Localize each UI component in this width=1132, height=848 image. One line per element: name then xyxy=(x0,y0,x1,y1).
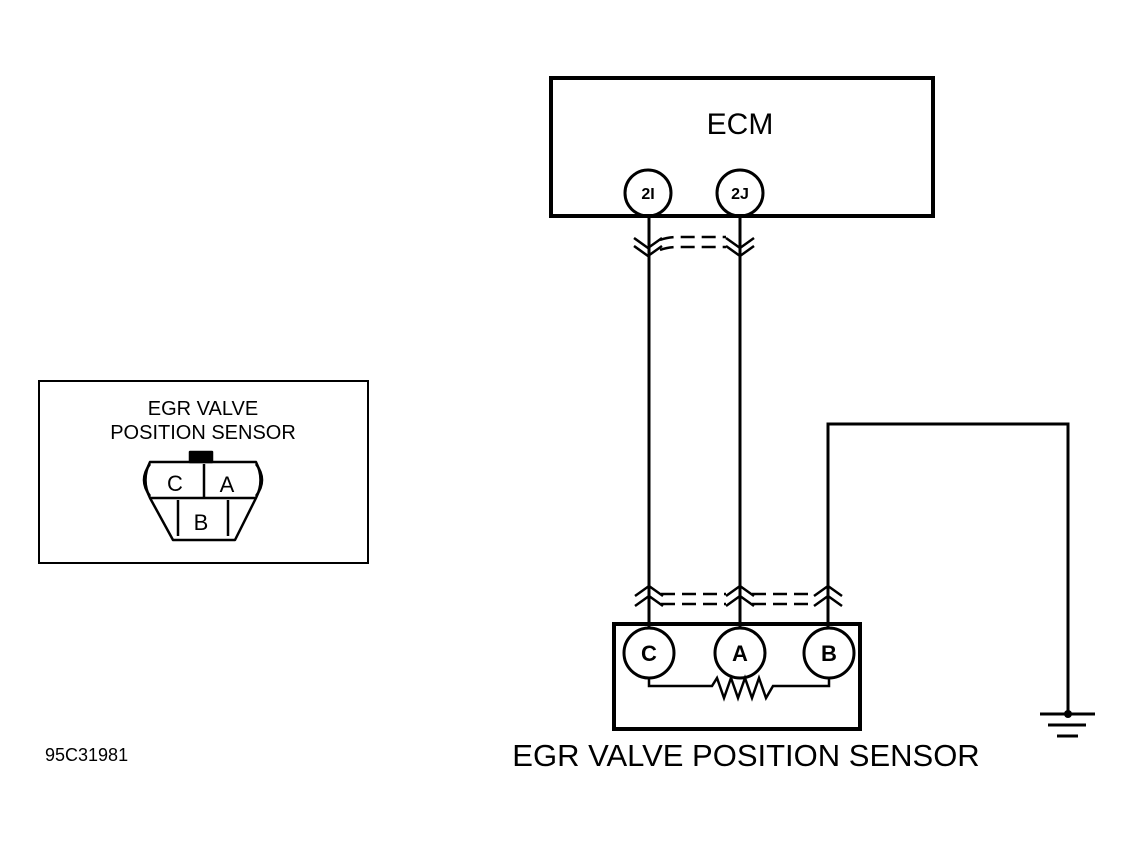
connector-view-box xyxy=(38,380,369,564)
sensor-connector-symbol xyxy=(634,584,843,608)
sensor-pin-a: A xyxy=(732,641,748,666)
connector-face-drawing xyxy=(142,450,264,542)
sensor-pin-c: C xyxy=(641,641,657,666)
ecm-label: ECM xyxy=(707,108,774,141)
figure-id: 95C31981 xyxy=(45,745,128,765)
connector-view-title-line2: POSITION SENSOR xyxy=(110,422,296,444)
sensor-label: EGR VALVE POSITION SENSOR xyxy=(512,738,979,773)
sensor-pin-a-circle xyxy=(713,626,767,680)
connector-cavity-a: A xyxy=(220,472,235,497)
ground-junction-dot xyxy=(1064,710,1072,718)
sensor-box xyxy=(612,622,862,731)
connector-cavity-b: B xyxy=(194,510,209,535)
connector-cavity-c: C xyxy=(167,471,183,496)
sensor-internal-wire xyxy=(647,674,831,702)
ecm-pin-2i: 2I xyxy=(641,186,654,203)
ecm-connector-symbol xyxy=(633,235,755,258)
sensor-pin-b: B xyxy=(821,641,837,666)
connector-view-title-line1: EGR VALVE xyxy=(148,398,258,420)
wire-b-to-ground xyxy=(826,422,1070,713)
ecm-pin-2j: 2J xyxy=(731,186,749,203)
